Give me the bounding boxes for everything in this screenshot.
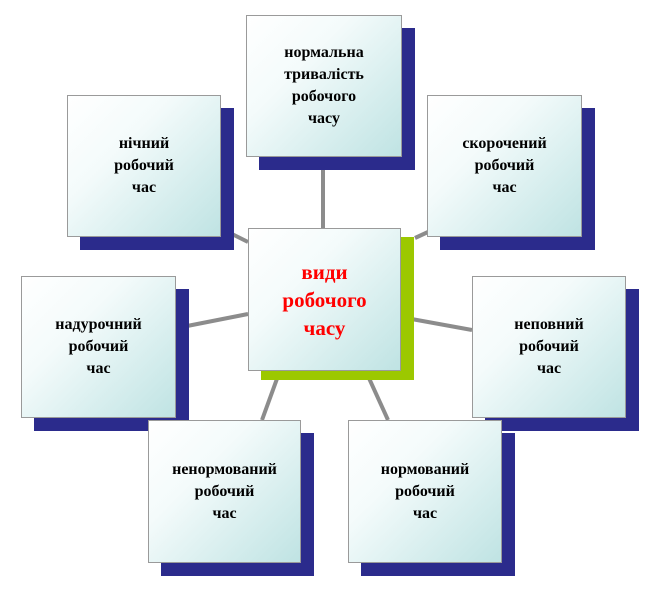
node-center: види робочого часу (248, 228, 414, 380)
node-box: нормований робочий час (348, 420, 502, 563)
node-top-right: скорочений робочий час (427, 95, 595, 250)
node-box: нормальна тривалість робочого часу (246, 15, 402, 157)
node-right: неповний робочий час (472, 276, 639, 431)
node-label-overtime: надурочний робочий час (55, 316, 142, 377)
node-box: неповний робочий час (472, 276, 626, 418)
connector-bottom-right (366, 375, 390, 421)
node-label-shortened: скорочений робочий час (462, 135, 547, 196)
connector-right (405, 316, 473, 332)
node-box: надурочний робочий час (21, 276, 176, 418)
node-bottom-left: ненормований робочий час (148, 420, 314, 576)
connector-top-left (231, 232, 249, 244)
node-top-left: нічний робочий час (67, 95, 234, 250)
center-label-work-time-types: види робочого часу (282, 259, 367, 340)
node-label-normal-duration: нормальна тривалість робочого часу (284, 44, 364, 127)
node-left: надурочний робочий час (21, 276, 189, 431)
node-label-night: нічний робочий час (114, 135, 174, 196)
node-box: нічний робочий час (67, 95, 221, 237)
connector-bottom-left (260, 375, 280, 421)
connector-top-right (414, 230, 429, 240)
node-top: нормальна тривалість робочого часу (246, 15, 415, 170)
node-bottom-right: нормований робочий час (348, 420, 515, 576)
node-label-regulated: нормований робочий час (380, 460, 470, 522)
node-label-part-time: неповний робочий час (514, 316, 584, 377)
center-box: види робочого часу (248, 228, 401, 371)
node-box: ненормований робочий час (148, 420, 301, 563)
node-box: скорочений робочий час (427, 95, 582, 237)
node-label-irregular: ненормований робочий час (172, 460, 277, 522)
